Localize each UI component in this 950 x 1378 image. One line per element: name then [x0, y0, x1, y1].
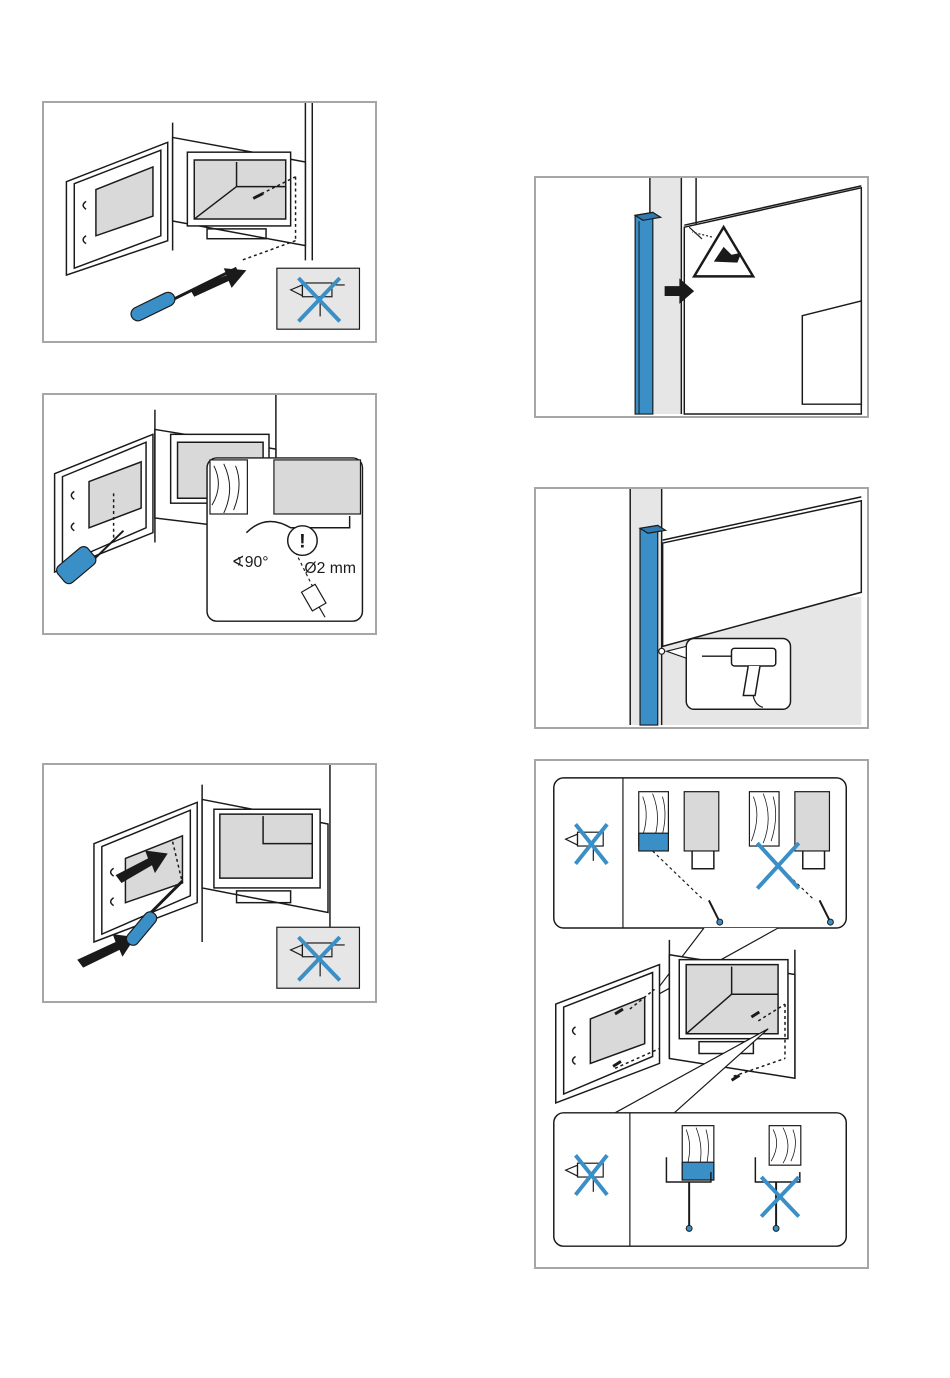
figure-2-drawing: ! ∢90° Ø2 mm — [44, 395, 375, 633]
figure-6-screw-placement — [534, 759, 869, 1269]
screwdriver-icon — [129, 268, 237, 323]
diameter-label: Ø2 mm — [304, 560, 356, 577]
figure-4-attach-side-trim — [534, 176, 869, 418]
figure-5-drawing — [536, 489, 867, 727]
figure-6-drawing — [536, 761, 867, 1267]
detail-inset: ! ∢90° Ø2 mm — [207, 458, 362, 621]
figure-1-screw-cabinet-floor — [42, 101, 377, 343]
figure-5-drill-side-trim — [534, 487, 869, 729]
figure-2-predrill-door: ! ∢90° Ø2 mm — [42, 393, 377, 635]
arrow-icon — [190, 268, 246, 297]
figure-3-drawing — [44, 765, 375, 1001]
bottom-detail-callout — [554, 1113, 846, 1246]
figure-4-drawing — [536, 178, 867, 416]
oven-drawing — [556, 940, 795, 1103]
figure-3-screw-door-frame — [42, 763, 377, 1003]
svg-text:!: ! — [299, 530, 306, 552]
angle-label: ∢90° — [232, 554, 269, 571]
figure-1-drawing — [44, 103, 375, 341]
